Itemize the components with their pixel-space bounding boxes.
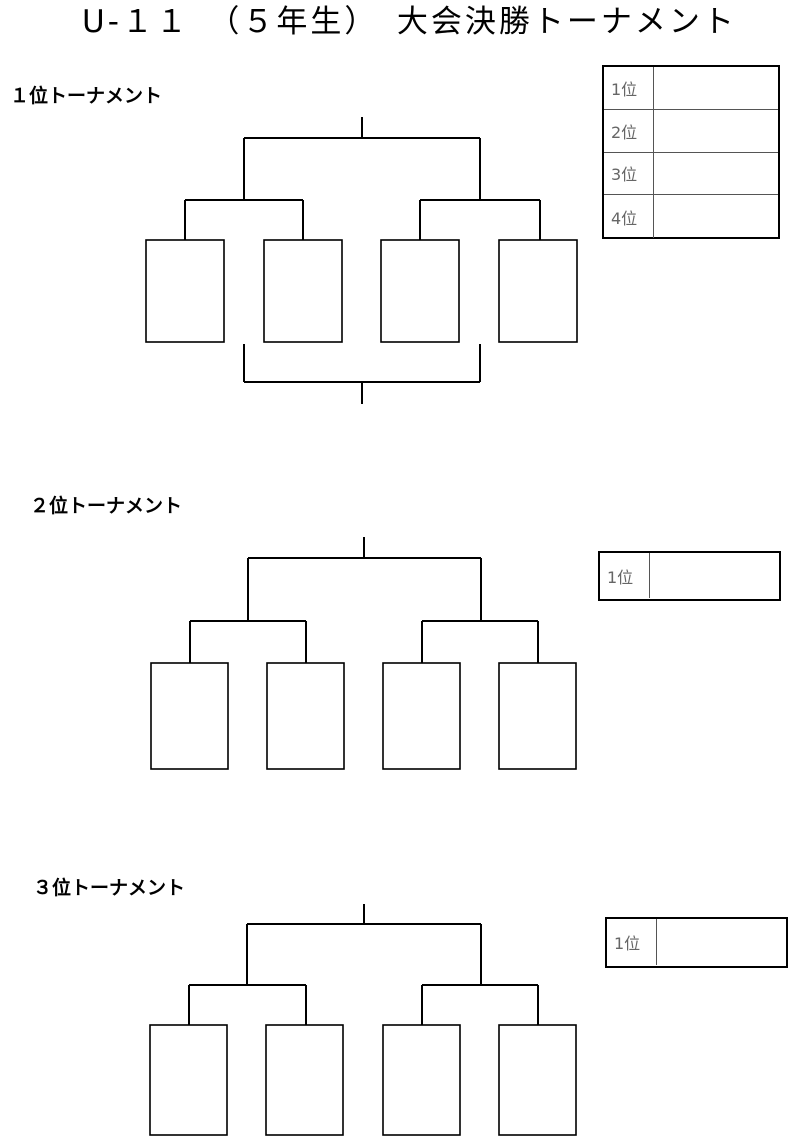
team-box [498,239,578,343]
team-box [263,239,343,343]
team-box [382,662,461,770]
rank-label: 4位 [604,195,654,239]
team-box [149,1024,228,1136]
team-box [498,662,577,770]
section-title-2: ２位トーナメント [30,495,183,517]
team-box [382,1024,461,1136]
rank-row: 2位 [604,109,778,153]
rank-row: 3位 [604,152,778,196]
team-box [498,1024,577,1136]
rank-label: 1位 [607,919,657,965]
section-title-1: １位トーナメント [10,85,163,107]
rank-value-cell [657,919,786,965]
rank-table-3: 1位 [605,917,788,968]
rank-label: 3位 [604,152,654,195]
rank-row: 1位 [604,67,778,110]
section-title-3: ３位トーナメント [33,877,186,899]
rank-table-2: 1位 [598,551,781,601]
rank-row: 1位 [600,553,779,598]
rank-row: 1位 [607,919,786,965]
rank-label: 2位 [604,109,654,152]
team-box [145,239,225,343]
team-box [150,662,229,770]
rank-label: 1位 [600,553,650,598]
team-box [265,1024,344,1136]
team-box [380,239,460,343]
rank-label: 1位 [604,67,654,109]
page-title: U-１１ （５年生） 大会決勝トーナメント [82,4,737,40]
team-box [266,662,345,770]
rank-table-1: 1位 2位 3位 4位 [602,65,780,239]
rank-row: 4位 [604,195,778,239]
